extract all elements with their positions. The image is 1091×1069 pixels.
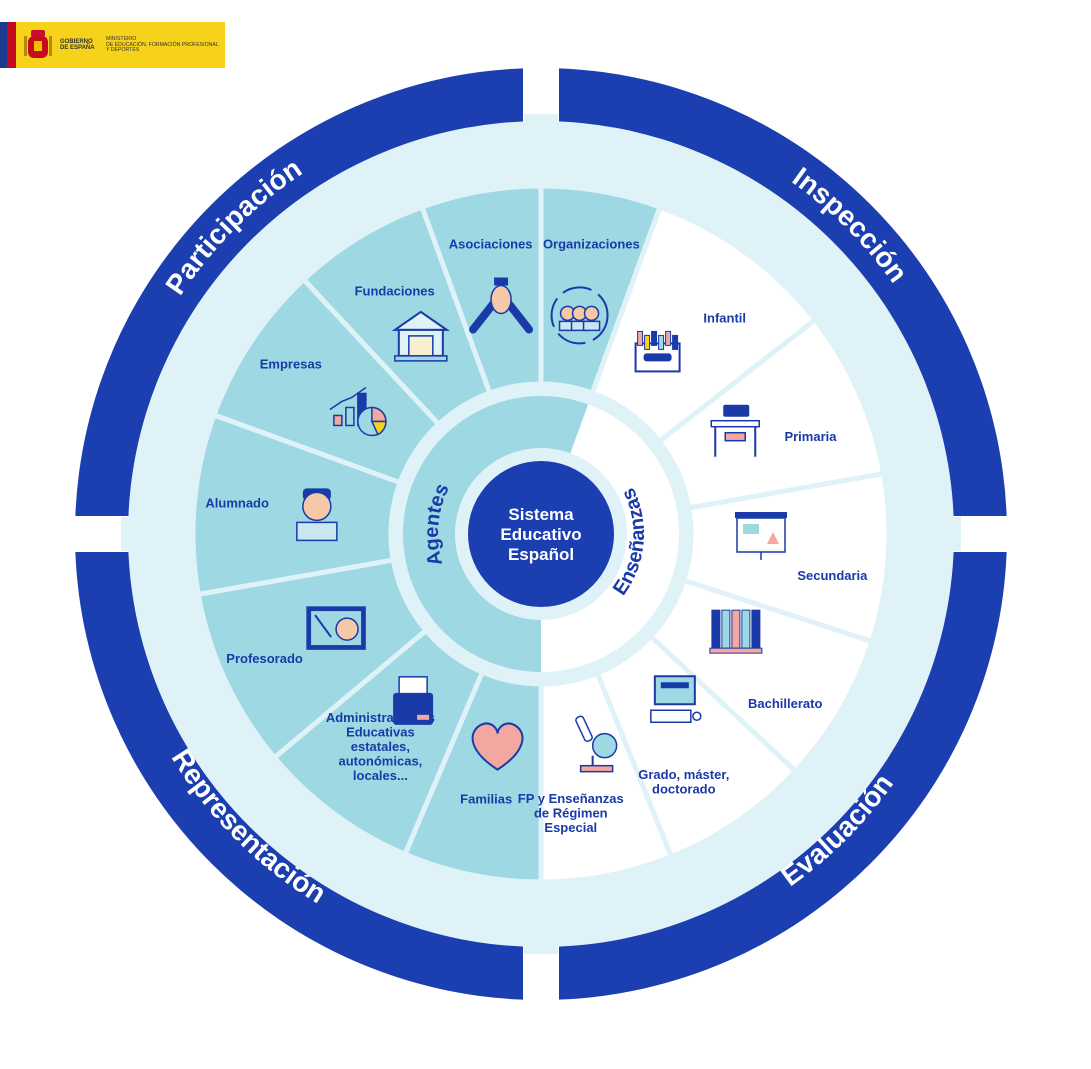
band-representacion (75, 552, 523, 1000)
flag-icon (0, 22, 16, 68)
ensenanza-6-label-line-1: FP y Enseñanzas (518, 791, 624, 806)
sector-ensenanza-6 (538, 669, 675, 885)
organizations-icon (550, 286, 609, 345)
computer-icon (650, 675, 702, 724)
microscope-icon (575, 715, 618, 773)
sector-agente-2 (418, 183, 544, 397)
ensenanza-1-label-line-1: Infantil (703, 311, 746, 326)
agente-7-label-line-5: locales... (353, 768, 408, 783)
agente-6-label-line-1: Profesorado (226, 651, 303, 666)
ensenanza-4-label-line-1: Bachillerato (748, 696, 822, 711)
agente-8-label-line-1: Familias (460, 791, 512, 806)
building-icon (391, 310, 451, 362)
center-line-1: Sistema (508, 505, 574, 524)
agente-3-label-line-1: Fundaciones (355, 283, 435, 298)
agente-7-label-line-2: Educativas (346, 725, 415, 740)
teacher-icon (306, 606, 366, 650)
ensenanzas-band (541, 404, 679, 672)
center-circle: Sistema Educativo Español (468, 461, 614, 607)
ensenanza-5-label-line-2: doctorado (652, 782, 716, 797)
sector-agente-5 (190, 411, 404, 598)
agente-7-label-line-4: autonómicas, (338, 754, 422, 769)
whiteboard-icon (735, 512, 787, 560)
ensenanza-3-label-line-1: Secundaria (797, 568, 868, 583)
sector-ring (190, 183, 892, 885)
band-evaluacion (559, 552, 1007, 1000)
crayons-icon (634, 330, 681, 373)
ministry-label: MINISTERIO DE EDUCACIÓN, FORMACIÓN PROFE… (106, 36, 219, 54)
agente-1-label-line-1: Organizaciones (543, 236, 640, 251)
agente-2-label-line-1: Asociaciones (449, 236, 533, 251)
government-label: GOBIERNO DE ESPAÑA (60, 39, 95, 51)
handshake-icon (469, 277, 534, 334)
student-icon (296, 488, 338, 542)
ensenanza-6-label-line-2: de Régimen (534, 805, 608, 820)
center-line-3: Español (508, 545, 574, 564)
center-disc (468, 461, 614, 607)
sector-agente-6 (195, 557, 430, 762)
government-logo: GOBIERNO DE ESPAÑA MINISTERIO DE EDUCACI… (0, 22, 225, 68)
desk-icon (710, 404, 760, 457)
ensenanza-2-label-line-1: Primaria (784, 429, 837, 444)
agente-5-label-line-1: Alumnado (205, 495, 269, 510)
ensenanza-6-label-line-3: Especial (544, 820, 597, 835)
agente-4-label-line-1: Empresas (260, 356, 322, 371)
agente-7-label-line-3: estatales, (351, 739, 410, 754)
books-icon (709, 609, 763, 654)
heart-icon (471, 722, 524, 771)
band-inspeccion (559, 68, 1007, 516)
sector-agente-7 (270, 626, 486, 858)
agentes-band (403, 396, 589, 672)
center-line-2: Educativo (500, 525, 581, 544)
ensenanza-5-label-line-1: Grado, máster, (638, 767, 729, 782)
band-participacion (75, 68, 523, 516)
chart-icon (329, 386, 387, 437)
folder-icon (393, 676, 434, 725)
sector-agente-3 (300, 203, 493, 428)
coat-of-arms-icon (24, 30, 52, 58)
